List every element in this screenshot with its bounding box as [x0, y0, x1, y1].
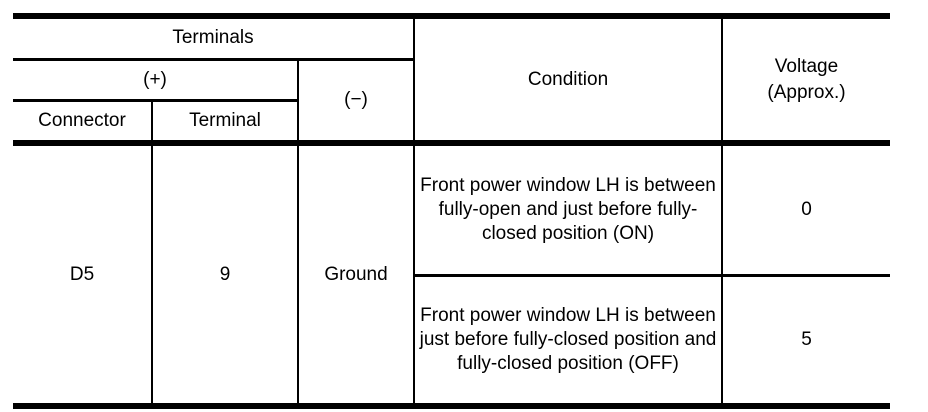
condition-row2-cell: Front power window LH is between just be… [414, 275, 723, 406]
connector-value-cell: D5 [13, 143, 153, 406]
header-row-connector-terminal: Connector Terminal [13, 100, 890, 146]
condition-header-cell: Condition [414, 16, 723, 146]
voltage-header-cell: Voltage (Approx.) [722, 16, 890, 146]
voltage-header-line2: (Approx.) [767, 81, 846, 103]
header-row-polarity: (+) (−) [13, 59, 890, 146]
connector-header-cell: Connector [13, 100, 153, 146]
plus-header-cell: (+) [13, 59, 299, 102]
table-row: D5 9 Ground Front power window LH is bet… [13, 143, 890, 406]
terminal-value-cell: 9 [152, 143, 299, 406]
condition-row1-cell: Front power window LH is between fully-o… [414, 143, 723, 277]
minus-value-cell: Ground [298, 143, 415, 406]
terminals-header-cell: Terminals [13, 16, 415, 61]
terminal-header-cell: Terminal [152, 100, 299, 146]
voltage-row2-cell: 5 [801, 328, 812, 350]
terminal-voltage-table: Terminals Condition Voltage (Approx.) (+… [13, 13, 890, 409]
voltage-row1-cell: 0 [722, 143, 890, 277]
header-row-terminals: Terminals Condition Voltage (Approx.) [13, 16, 890, 146]
table-row: Front power window LH is between just be… [13, 275, 890, 406]
minus-header-cell: (−) [298, 59, 415, 146]
voltage-header-line1: Voltage [774, 55, 839, 77]
